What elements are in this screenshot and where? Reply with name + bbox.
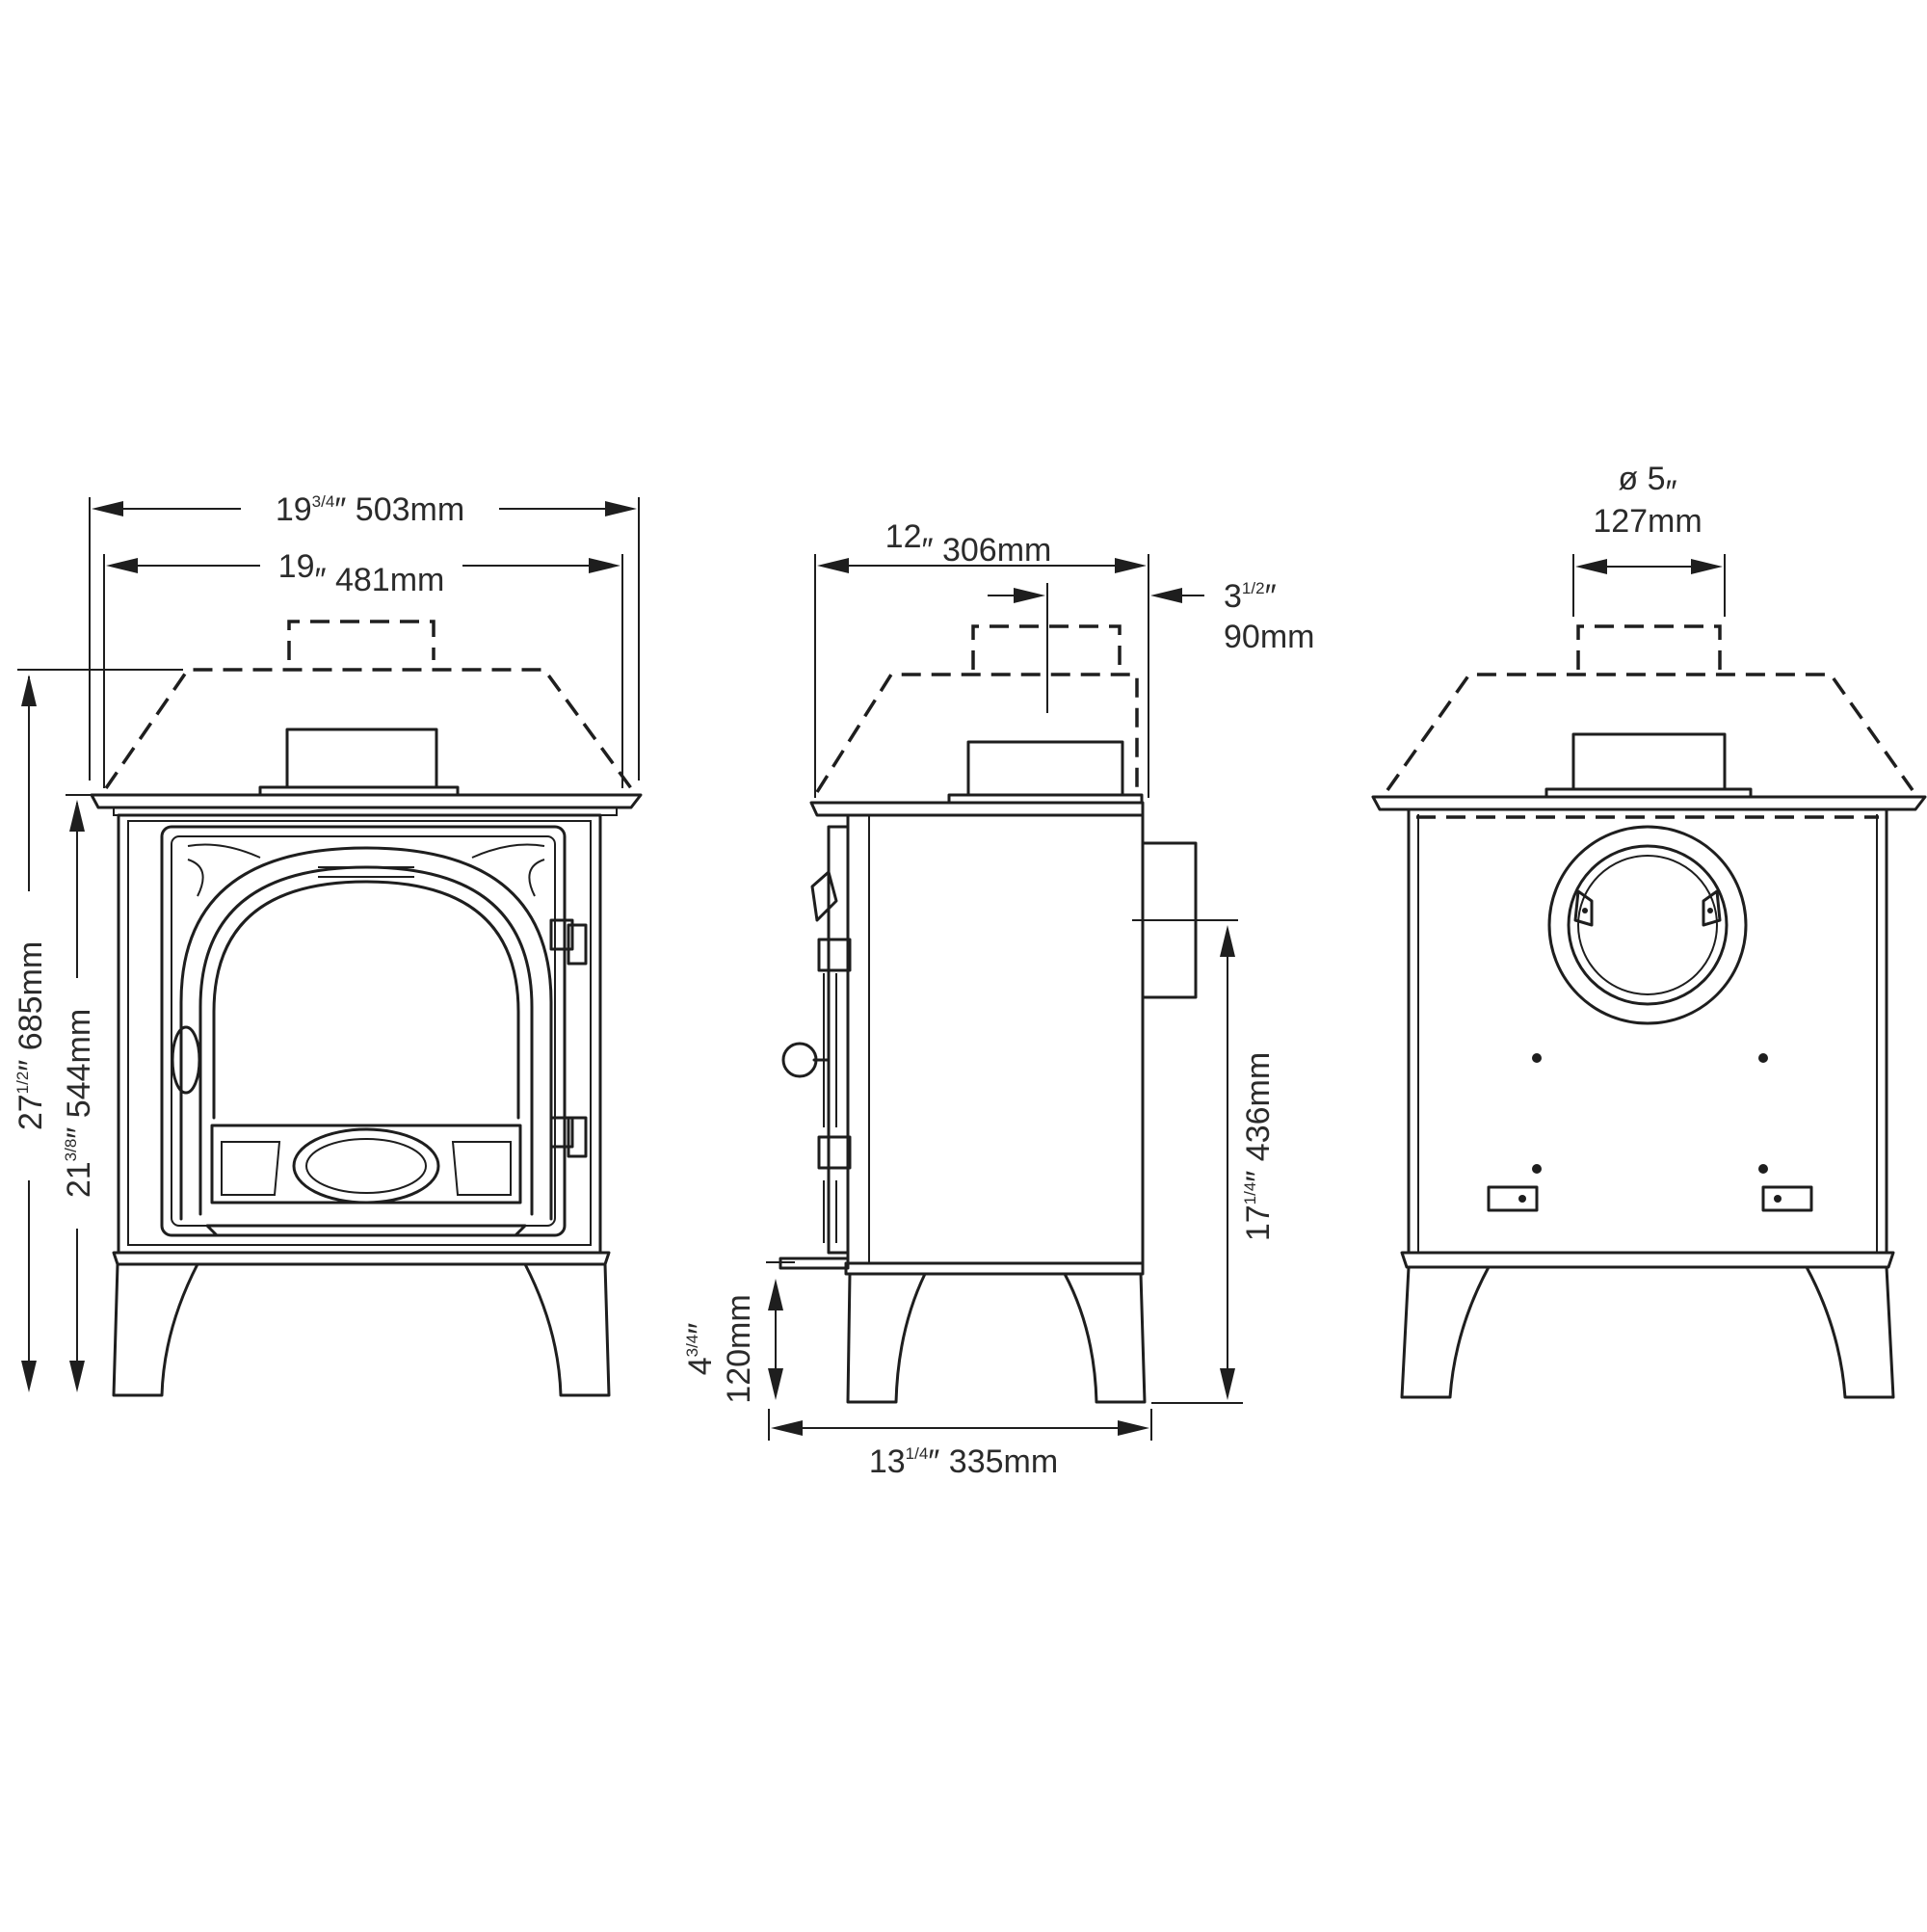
front-air-control-panel bbox=[210, 1124, 522, 1204]
side-door-knob bbox=[781, 1042, 831, 1078]
rear-flue-outlet bbox=[1571, 732, 1727, 791]
front-overall-height-label: 271/2″ 685mm bbox=[13, 941, 49, 1130]
front-door-handle bbox=[171, 1025, 201, 1095]
side-plinth bbox=[844, 1261, 1145, 1276]
rear-body bbox=[1407, 807, 1888, 1255]
front-door-hinges bbox=[549, 918, 588, 1158]
rear-optional-top-outline bbox=[1386, 624, 1914, 792]
rear-flue-diameter-dimension: ø 5″ 127mm bbox=[1572, 461, 1726, 617]
side-flue-height-dimension: 171/4″ 436mm bbox=[1151, 925, 1277, 1404]
front-flue-outlet bbox=[285, 728, 438, 789]
side-depth-top-label: 12″ 306mm bbox=[885, 518, 1052, 569]
front-body-height-label: 213/8″ 544mm bbox=[61, 1009, 97, 1198]
front-body-width-dimension: 19″ 481mm bbox=[103, 548, 623, 788]
side-view: 12″ 306mm 31/2″ 90mm 171/4″ 436mm 43/4″ bbox=[682, 518, 1314, 1480]
side-flue-offset-dimension: 31/2″ 90mm bbox=[988, 578, 1314, 713]
rear-plinth bbox=[1400, 1251, 1895, 1269]
side-flue-height-label: 171/4″ 436mm bbox=[1240, 1052, 1277, 1241]
side-depth-top-dimension: 12″ 306mm bbox=[814, 518, 1149, 798]
rear-leg-right bbox=[1805, 1265, 1895, 1399]
side-overall-depth-dimension: 131/4″ 335mm bbox=[768, 1409, 1152, 1480]
front-leg-right bbox=[523, 1262, 611, 1397]
front-top-plate bbox=[90, 793, 643, 809]
rear-view: ø 5″ 127mm bbox=[1371, 461, 1927, 1399]
side-leg-height-mm-label: 120mm bbox=[721, 1294, 757, 1403]
front-door-arch-outer bbox=[179, 846, 553, 1221]
side-flue-offset-mm-label: 90mm bbox=[1224, 619, 1314, 655]
front-ash-lip bbox=[205, 1224, 527, 1237]
side-leg-rear bbox=[1063, 1272, 1147, 1404]
rear-leg-left bbox=[1400, 1265, 1491, 1399]
side-leg-height-label: 43/4″ bbox=[682, 1323, 719, 1376]
front-plinth bbox=[112, 1251, 611, 1266]
front-optional-top-outline bbox=[104, 620, 633, 790]
front-body-width-label: 19″ 481mm bbox=[278, 548, 445, 598]
side-overall-depth-label: 131/4″ 335mm bbox=[869, 1443, 1058, 1480]
front-glass-window bbox=[212, 880, 520, 1120]
front-overall-height-dimension: 271/2″ 685mm bbox=[13, 669, 183, 1392]
rear-flue-diameter-label: ø 5″ bbox=[1618, 461, 1676, 511]
front-door-scroll-left bbox=[187, 843, 261, 897]
rear-top-plate bbox=[1371, 795, 1927, 811]
side-leg-height-dimension: 43/4″ 120mm bbox=[682, 1261, 795, 1404]
front-view: 193/4″ 503mm 19″ 481mm 271/2″ 685mm bbox=[13, 491, 643, 1397]
front-overall-width-label: 193/4″ 503mm bbox=[276, 491, 464, 528]
rear-fixing-holes bbox=[1532, 1053, 1768, 1174]
side-flue-outlet bbox=[966, 740, 1124, 797]
side-flue-offset-label: 31/2″ bbox=[1224, 578, 1277, 615]
side-door-profile bbox=[810, 825, 852, 1255]
rear-fixing-slots bbox=[1487, 1185, 1813, 1212]
side-ash-lip bbox=[779, 1257, 850, 1270]
rear-flue-ring bbox=[1547, 825, 1748, 1025]
front-body-height-dimension: 213/8″ 544mm bbox=[61, 794, 106, 1392]
side-top-plate bbox=[809, 801, 1145, 817]
side-leg-front bbox=[846, 1272, 927, 1404]
front-leg-left bbox=[112, 1262, 199, 1397]
side-body bbox=[846, 813, 1145, 1265]
front-door-scroll-right bbox=[471, 843, 545, 897]
side-optional-top-outline bbox=[815, 624, 1139, 795]
rear-flue-diameter-mm-label: 127mm bbox=[1593, 503, 1702, 540]
front-overall-width-dimension: 193/4″ 503mm bbox=[89, 491, 640, 781]
